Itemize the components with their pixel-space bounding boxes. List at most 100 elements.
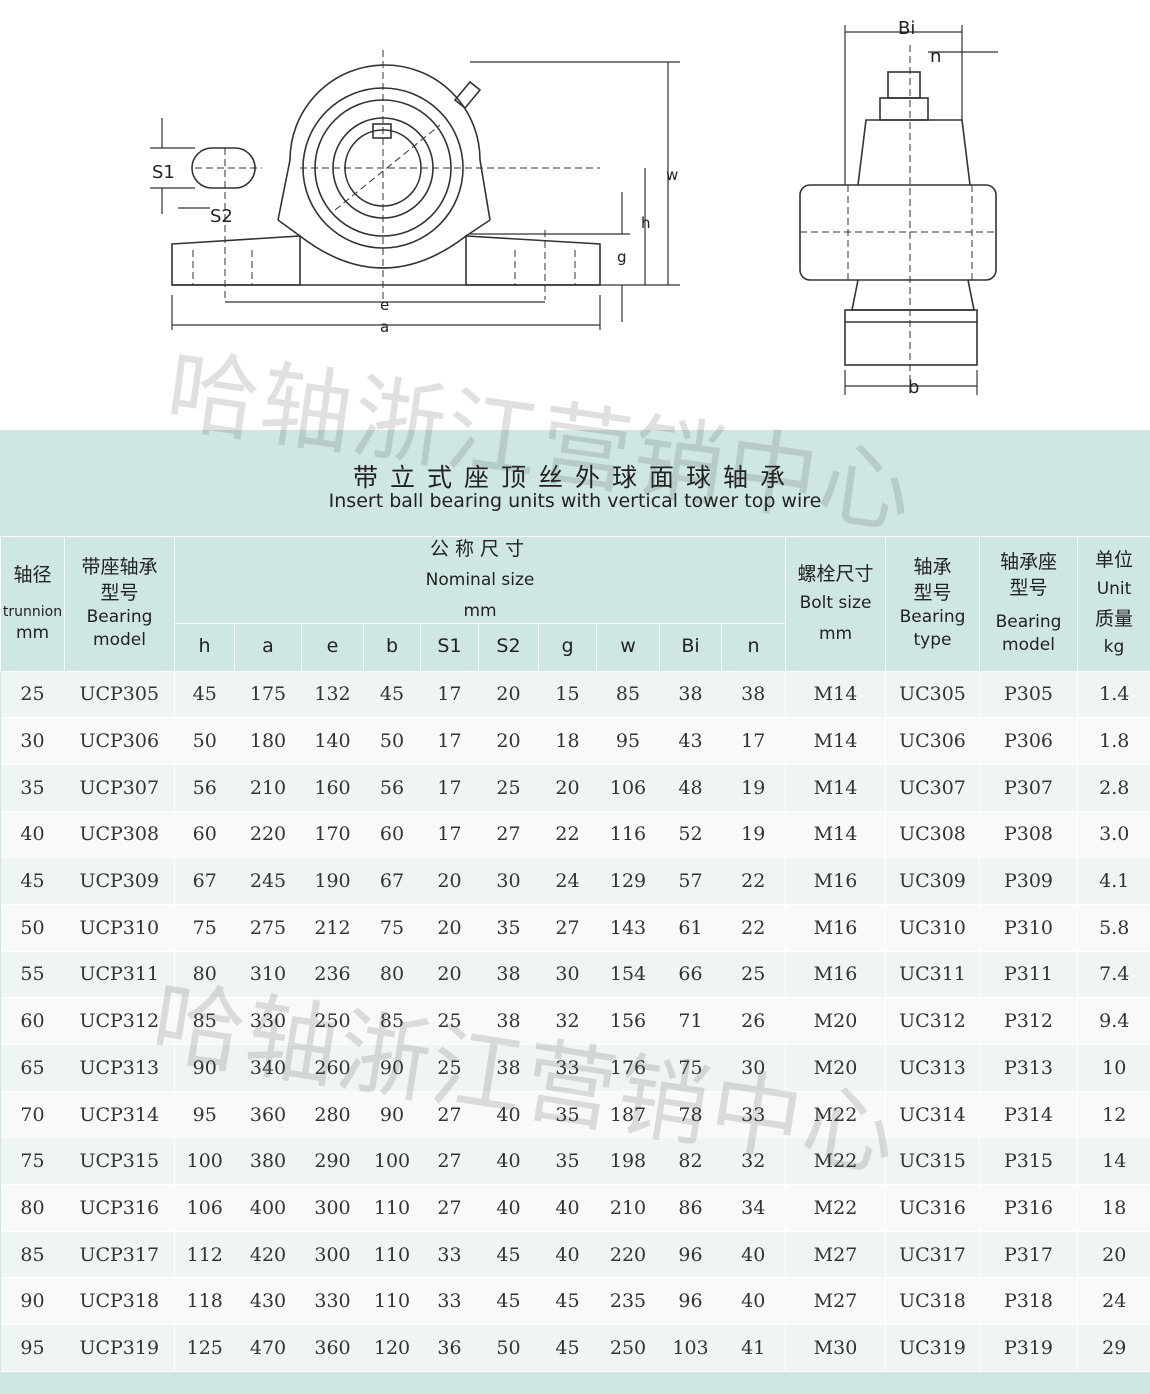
label-h: h — [641, 214, 651, 232]
table-cell: UC310 — [885, 904, 980, 952]
table-cell: 275 — [234, 904, 302, 952]
table-cell: 2.8 — [1077, 764, 1150, 812]
table-cell: M22 — [785, 1091, 886, 1139]
table-cell: 38 — [659, 671, 722, 719]
table-cell: 38 — [478, 997, 539, 1046]
table-cell: 85 — [174, 997, 235, 1046]
table-cell: 280 — [301, 1091, 364, 1139]
table-cell: 132 — [301, 671, 364, 719]
table-cell: 27 — [420, 1184, 479, 1232]
table-cell: 106 — [596, 764, 660, 812]
header-dim-w: w — [596, 622, 660, 672]
table-cell: P317 — [979, 1231, 1078, 1279]
table-cell: 70 — [0, 1091, 65, 1139]
header-bearing-type: 轴承 型号 Bearing type — [885, 536, 980, 672]
table-cell: 20 — [1077, 1231, 1150, 1279]
label-n: n — [930, 46, 941, 67]
table-cell: 40 — [478, 1091, 539, 1139]
table-cell: 75 — [174, 904, 235, 952]
table-cell: M27 — [785, 1231, 886, 1279]
table-cell: UCP306 — [64, 717, 175, 765]
table-cell: 1.8 — [1077, 717, 1150, 765]
table-cell: 156 — [596, 997, 660, 1046]
table-cell: 25 — [721, 951, 786, 999]
table-cell: P310 — [979, 904, 1078, 952]
table-cell: 17 — [721, 717, 786, 765]
table-cell: 40 — [0, 811, 65, 859]
table-cell: 100 — [174, 1137, 235, 1186]
label-g: g — [617, 248, 627, 266]
table-cell: 85 — [596, 671, 660, 719]
table-cell: 38 — [478, 1044, 539, 1092]
table-cell: 400 — [234, 1184, 302, 1232]
label-s2: S2 — [210, 206, 233, 227]
table-cell: 27 — [420, 1137, 479, 1186]
table-cell: 190 — [301, 857, 364, 905]
table-cell: P305 — [979, 671, 1078, 719]
table-cell: 50 — [363, 717, 421, 765]
table-cell: 4.1 — [1077, 857, 1150, 905]
table-cell: 19 — [721, 811, 786, 859]
table-cell: 103 — [659, 1324, 722, 1372]
header-trunnion: 轴径 trunnion mm — [0, 536, 65, 672]
table-cell: 36 — [420, 1324, 479, 1372]
table-cell: 33 — [538, 1044, 597, 1092]
table-cell: UCP308 — [64, 811, 175, 859]
table-cell: 24 — [1077, 1277, 1150, 1326]
table-cell: 300 — [301, 1184, 364, 1232]
header-dim-s1: S1 — [420, 622, 479, 672]
table-cell: M16 — [785, 904, 886, 952]
table-cell: 25 — [420, 1044, 479, 1092]
table-cell: 19 — [721, 764, 786, 812]
table-cell: 86 — [659, 1184, 722, 1232]
table-cell: 187 — [596, 1091, 660, 1139]
table-cell: 33 — [420, 1277, 479, 1326]
header-dim-g: g — [538, 622, 597, 672]
table-cell: 420 — [234, 1231, 302, 1279]
table-cell: 120 — [363, 1324, 421, 1372]
table-cell: 18 — [1077, 1184, 1150, 1232]
table-cell: UCP317 — [64, 1231, 175, 1279]
table-cell: 61 — [659, 904, 722, 952]
table-cell: M27 — [785, 1277, 886, 1326]
table-cell: 29 — [1077, 1324, 1150, 1372]
table-cell: 34 — [721, 1184, 786, 1232]
table-cell: P315 — [979, 1137, 1078, 1186]
table-cell: M14 — [785, 717, 886, 765]
label-a: a — [380, 318, 389, 336]
table-cell: 90 — [174, 1044, 235, 1092]
table-cell: 116 — [596, 811, 660, 859]
table-cell: 78 — [659, 1091, 722, 1139]
table-cell: UCP305 — [64, 671, 175, 719]
table-cell: 45 — [363, 671, 421, 719]
table-cell: 106 — [174, 1184, 235, 1232]
table-cell: 95 — [174, 1091, 235, 1139]
table-cell: 220 — [234, 811, 302, 859]
table-cell: 35 — [0, 764, 65, 812]
table-cell: UC308 — [885, 811, 980, 859]
table-cell: 40 — [721, 1277, 786, 1326]
label-w: w — [666, 166, 678, 184]
table-cell: 40 — [538, 1231, 597, 1279]
table-cell: 110 — [363, 1277, 421, 1326]
table-cell: 80 — [174, 951, 235, 999]
table-cell: 20 — [420, 951, 479, 999]
table-cell: 25 — [478, 764, 539, 812]
header-bolt-size: 螺栓尺寸 Bolt size mm — [785, 536, 886, 672]
table-cell: 100 — [363, 1137, 421, 1186]
table-cell: 330 — [301, 1277, 364, 1326]
table-cell: 1.4 — [1077, 671, 1150, 719]
table-cell: 85 — [0, 1231, 65, 1279]
table-cell: 198 — [596, 1137, 660, 1186]
table-cell: 250 — [301, 997, 364, 1046]
table-cell: 27 — [538, 904, 597, 952]
table-cell: M16 — [785, 857, 886, 905]
table-cell: P311 — [979, 951, 1078, 999]
